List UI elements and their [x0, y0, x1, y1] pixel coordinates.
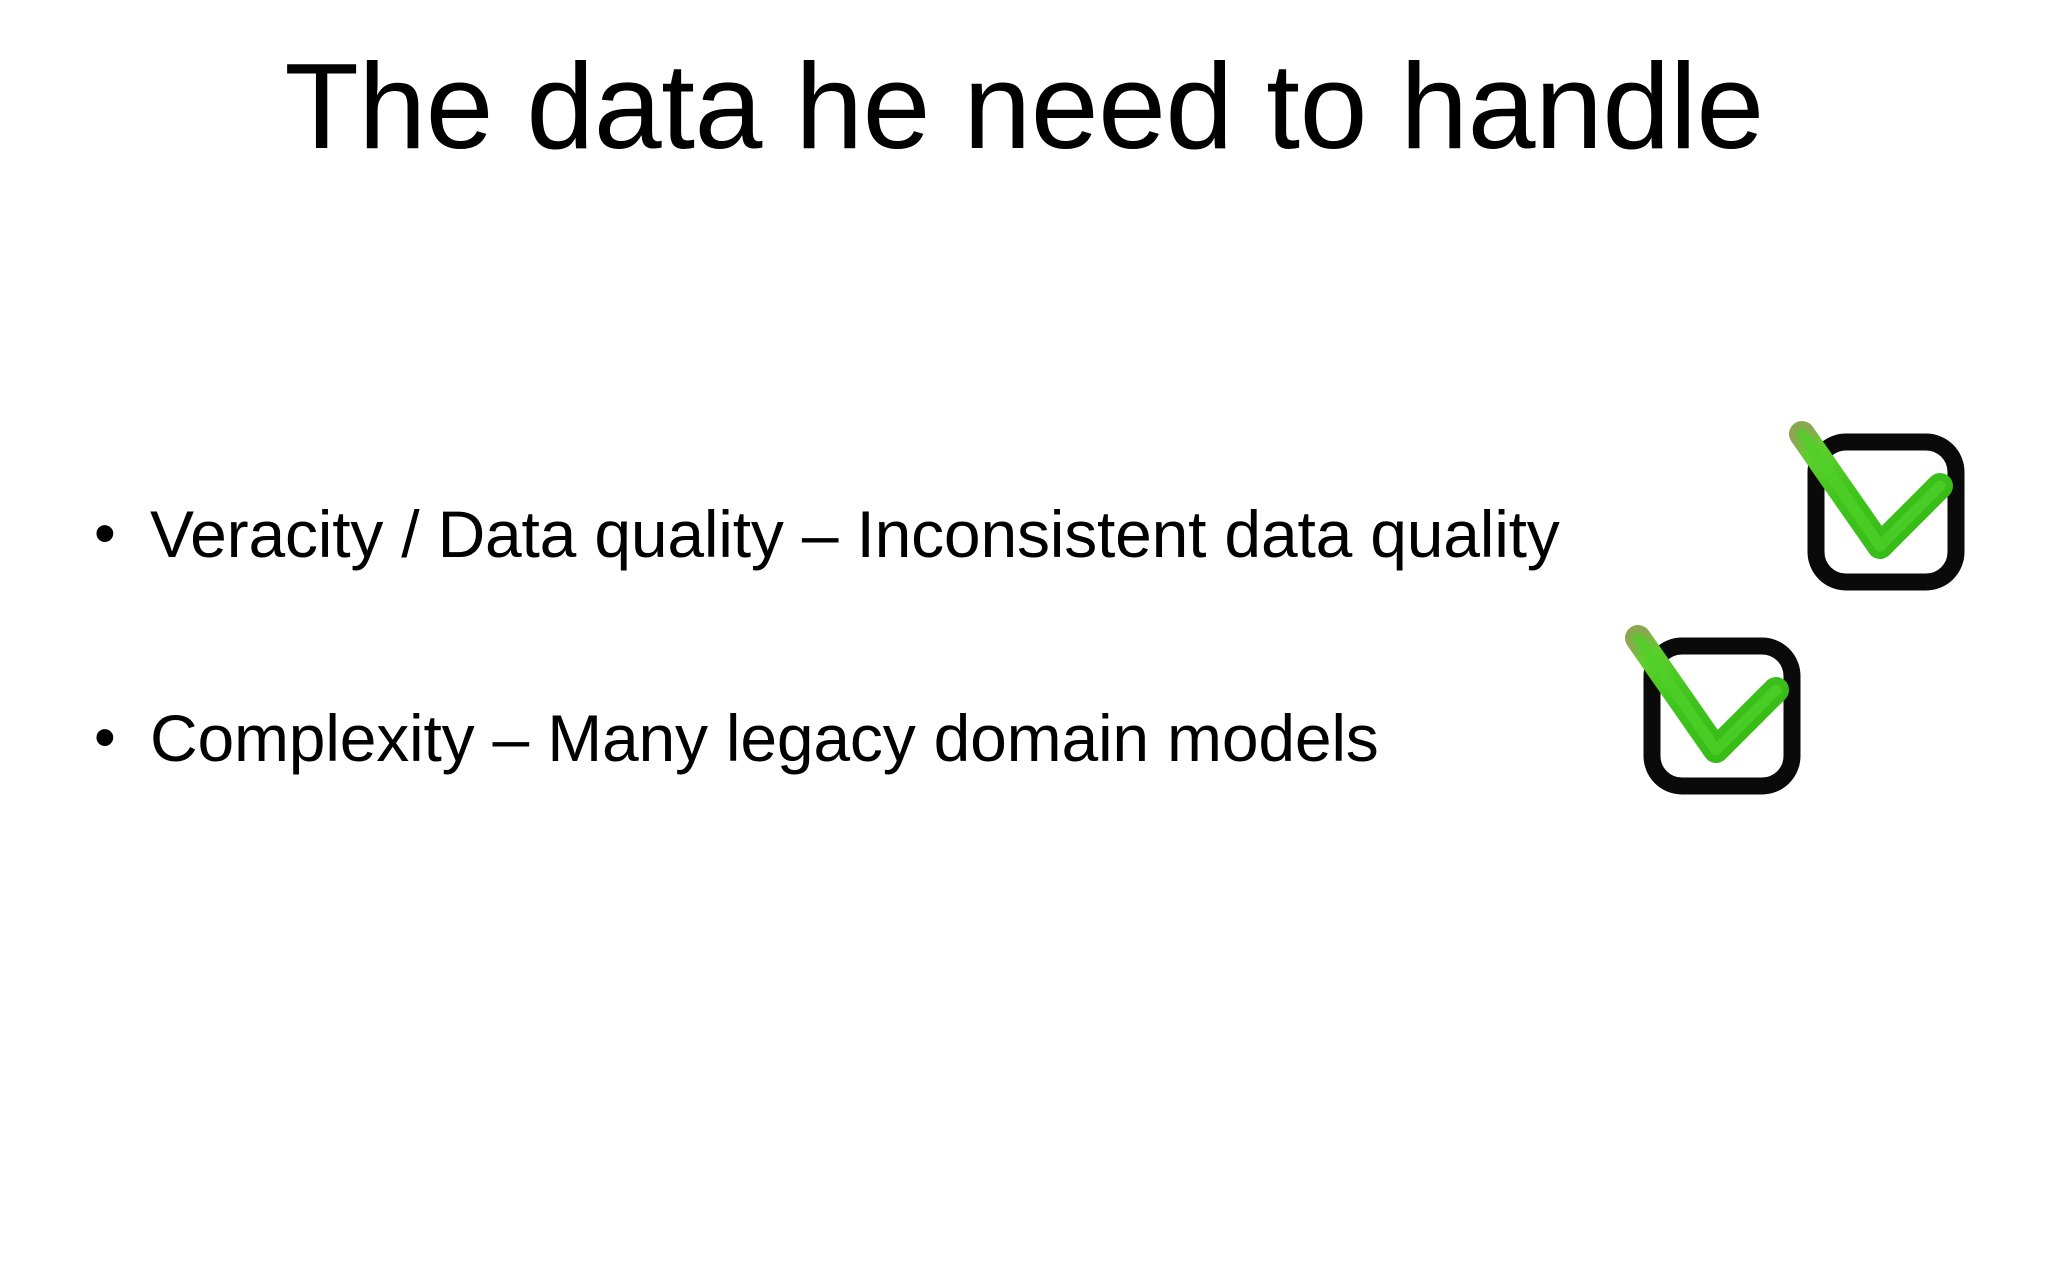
- bullet-text-complexity: Complexity – Many legacy domain models: [150, 700, 1379, 775]
- bullet-marker-icon: •: [94, 703, 116, 772]
- bullet-marker-icon: •: [94, 499, 116, 568]
- bullet-text-veracity: Veracity / Data quality – Inconsistent d…: [150, 496, 1560, 571]
- slide-title: The data he need to handle: [284, 38, 1764, 174]
- list-item: • Veracity / Data quality – Inconsistent…: [88, 432, 1968, 636]
- bullet-list: • Veracity / Data quality – Inconsistent…: [88, 432, 1968, 840]
- checkbox-checked-icon: [1604, 602, 1804, 802]
- list-item: • Complexity – Many legacy domain models: [88, 636, 1968, 840]
- checkbox-checked-icon: [1768, 398, 1968, 598]
